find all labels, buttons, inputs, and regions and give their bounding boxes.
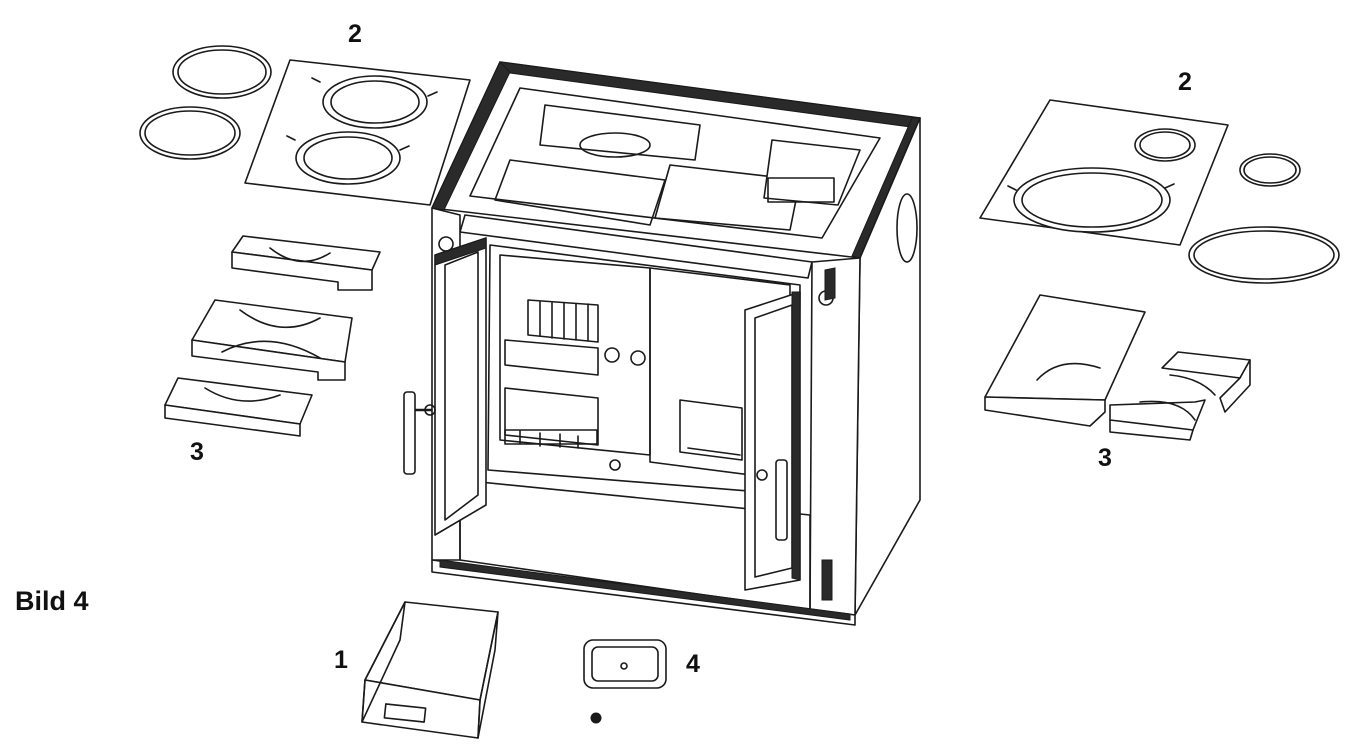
left-insulation-block-top (231, 235, 381, 291)
left-insulation-block-middle (191, 299, 353, 381)
right-insulation-block-lower-small (1109, 399, 1206, 441)
left-insulation-block-bottom (164, 377, 313, 437)
ash-drawer (361, 601, 499, 739)
label-part-3-left: 3 (190, 438, 204, 466)
label-part-3-right: 3 (1098, 444, 1112, 472)
right-insulation-block-upper-small (1161, 351, 1251, 413)
figure-caption: Bild 4 (15, 586, 89, 616)
right-loose-lid-small (1239, 153, 1301, 187)
small-cover-plate (583, 639, 667, 724)
right-hob-plate (979, 99, 1229, 246)
left-hob-plate (244, 59, 471, 206)
right-insulation-block-large (984, 294, 1146, 427)
label-part-1: 1 (334, 646, 348, 674)
label-part-4: 4 (686, 650, 700, 678)
label-part-2-right: 2 (1178, 68, 1192, 96)
label-part-2-left: 2 (348, 20, 362, 48)
left-loose-lid-top (172, 45, 272, 99)
right-loose-lid-oval (1188, 226, 1340, 284)
left-loose-lid-bottom (139, 106, 241, 160)
stove-body (403, 61, 921, 626)
